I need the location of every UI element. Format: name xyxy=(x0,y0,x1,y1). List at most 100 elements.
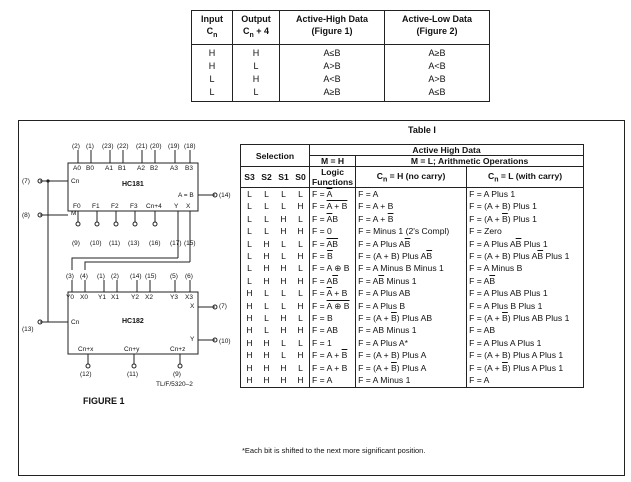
logic-function-cell: F = A + B xyxy=(308,287,357,300)
select-cell: H xyxy=(263,350,270,361)
pin-label: Y1 xyxy=(98,294,106,301)
select-cell: H xyxy=(240,312,258,325)
pin-label: A1 xyxy=(105,165,113,172)
pin-label: (14) xyxy=(130,273,142,280)
no-carry-cell: F = A Plus AB xyxy=(355,237,468,251)
pin-7b-label: (7) xyxy=(219,303,227,310)
pin-label: B1 xyxy=(118,165,126,172)
select-cell: L xyxy=(281,189,286,199)
select-cell: L xyxy=(264,300,269,311)
chip1-cn-label: Cn xyxy=(71,178,80,185)
select-cell: L xyxy=(264,226,269,237)
pin-label: F2 xyxy=(111,203,119,210)
s2-header: S2 xyxy=(258,166,275,188)
function-table: Selection Active High Data M = H M = L; … xyxy=(240,144,585,388)
table-cell: A>B xyxy=(279,59,385,73)
with-carry-cell: F = A xyxy=(466,374,585,388)
logic-function-cell: F = AB xyxy=(308,237,357,251)
logic-function-cell: F = 0 xyxy=(308,225,357,238)
select-cell: H xyxy=(263,362,270,373)
select-cell: H xyxy=(275,374,292,388)
pin-label: Cn+z xyxy=(170,346,186,353)
pin-14-label: (14) xyxy=(219,192,231,199)
pin-label: (9) xyxy=(173,371,181,378)
select-cell: H xyxy=(292,250,310,263)
no-carry-cell: F = AB Minus 1 xyxy=(355,324,468,337)
pin-label: (1) xyxy=(86,143,94,150)
pin-label: Cn+x xyxy=(78,346,94,353)
select-cell: H xyxy=(292,349,310,362)
chip2-name: HC182 xyxy=(122,318,144,325)
pin-label: Y3 xyxy=(170,294,178,301)
chip1-name: HC181 xyxy=(122,181,144,188)
select-cell: L xyxy=(281,238,286,249)
select-cell: L xyxy=(264,313,269,324)
no-carry-cell: F = A Plus B xyxy=(355,299,468,313)
logic-function-cell: F = 1 xyxy=(308,336,357,350)
select-cell: L xyxy=(264,189,269,199)
pin-label: X0 xyxy=(80,294,88,301)
s0-header: S0 xyxy=(292,166,310,188)
pin-label: F3 xyxy=(130,203,138,210)
pin-label: (11) xyxy=(127,371,139,378)
table-cell: A≥B xyxy=(279,85,385,102)
select-cell: L xyxy=(292,336,310,350)
figure-label: FIGURE 1 xyxy=(83,396,125,406)
select-cell: L xyxy=(264,288,269,299)
select-cell: L xyxy=(292,212,310,226)
select-cell: H xyxy=(292,374,310,388)
with-carry-cell: F = (A + B) Plus A Plus 1 xyxy=(466,349,585,362)
select-cell: L xyxy=(264,325,269,336)
no-carry-header: Cn = H (no carry) xyxy=(355,166,468,188)
select-cell: H xyxy=(258,374,275,388)
no-carry-cell: F = (A + B) Plus AB xyxy=(355,250,468,263)
select-cell: H xyxy=(280,263,287,274)
logic-function-cell: F = A + B xyxy=(308,349,357,362)
figure-frame xyxy=(18,120,625,476)
logic-function-cell: F = A xyxy=(308,187,357,201)
pin-label: (23) xyxy=(102,143,114,150)
select-cell: L xyxy=(240,237,258,251)
select-cell: L xyxy=(281,288,286,299)
select-cell: L xyxy=(281,350,286,361)
no-carry-cell: F = (A + B) Plus A xyxy=(355,349,468,362)
pin-label: (9) xyxy=(72,240,80,247)
pin-label: (4) xyxy=(80,273,88,280)
select-cell: H xyxy=(240,299,258,313)
figure-code: TL/F/5320–2 xyxy=(156,381,193,388)
select-cell: H xyxy=(263,337,270,348)
chip2-x-label: X xyxy=(190,303,195,310)
logic-function-cell: F = B xyxy=(308,312,357,325)
pin-10-label: (10) xyxy=(219,338,231,345)
select-cell: L xyxy=(281,300,286,311)
no-carry-cell: F = AB Minus 1 xyxy=(355,274,468,288)
select-cell: L xyxy=(281,201,286,212)
select-cell: H xyxy=(280,313,287,324)
pin-label: (22) xyxy=(117,143,129,150)
select-cell: H xyxy=(292,324,310,337)
logic-function-cell: F = A + B xyxy=(308,361,357,375)
pin-label: (16) xyxy=(149,240,161,247)
pin-8-label: (8) xyxy=(22,212,30,219)
logic-header-line2: Functions xyxy=(312,177,354,187)
chip2-cn-label: Cn xyxy=(71,319,80,326)
select-cell: L xyxy=(240,274,258,288)
with-carry-header: Cn = L (with carry) xyxy=(466,166,585,188)
pin-label: B0 xyxy=(86,165,94,172)
logic-function-cell: F = B xyxy=(308,250,357,263)
pin-label: (15) xyxy=(184,240,196,247)
pin-label: (12) xyxy=(80,371,92,378)
footnote: *Each bit is shifted to the next more si… xyxy=(242,446,426,455)
select-cell: L xyxy=(240,212,258,226)
